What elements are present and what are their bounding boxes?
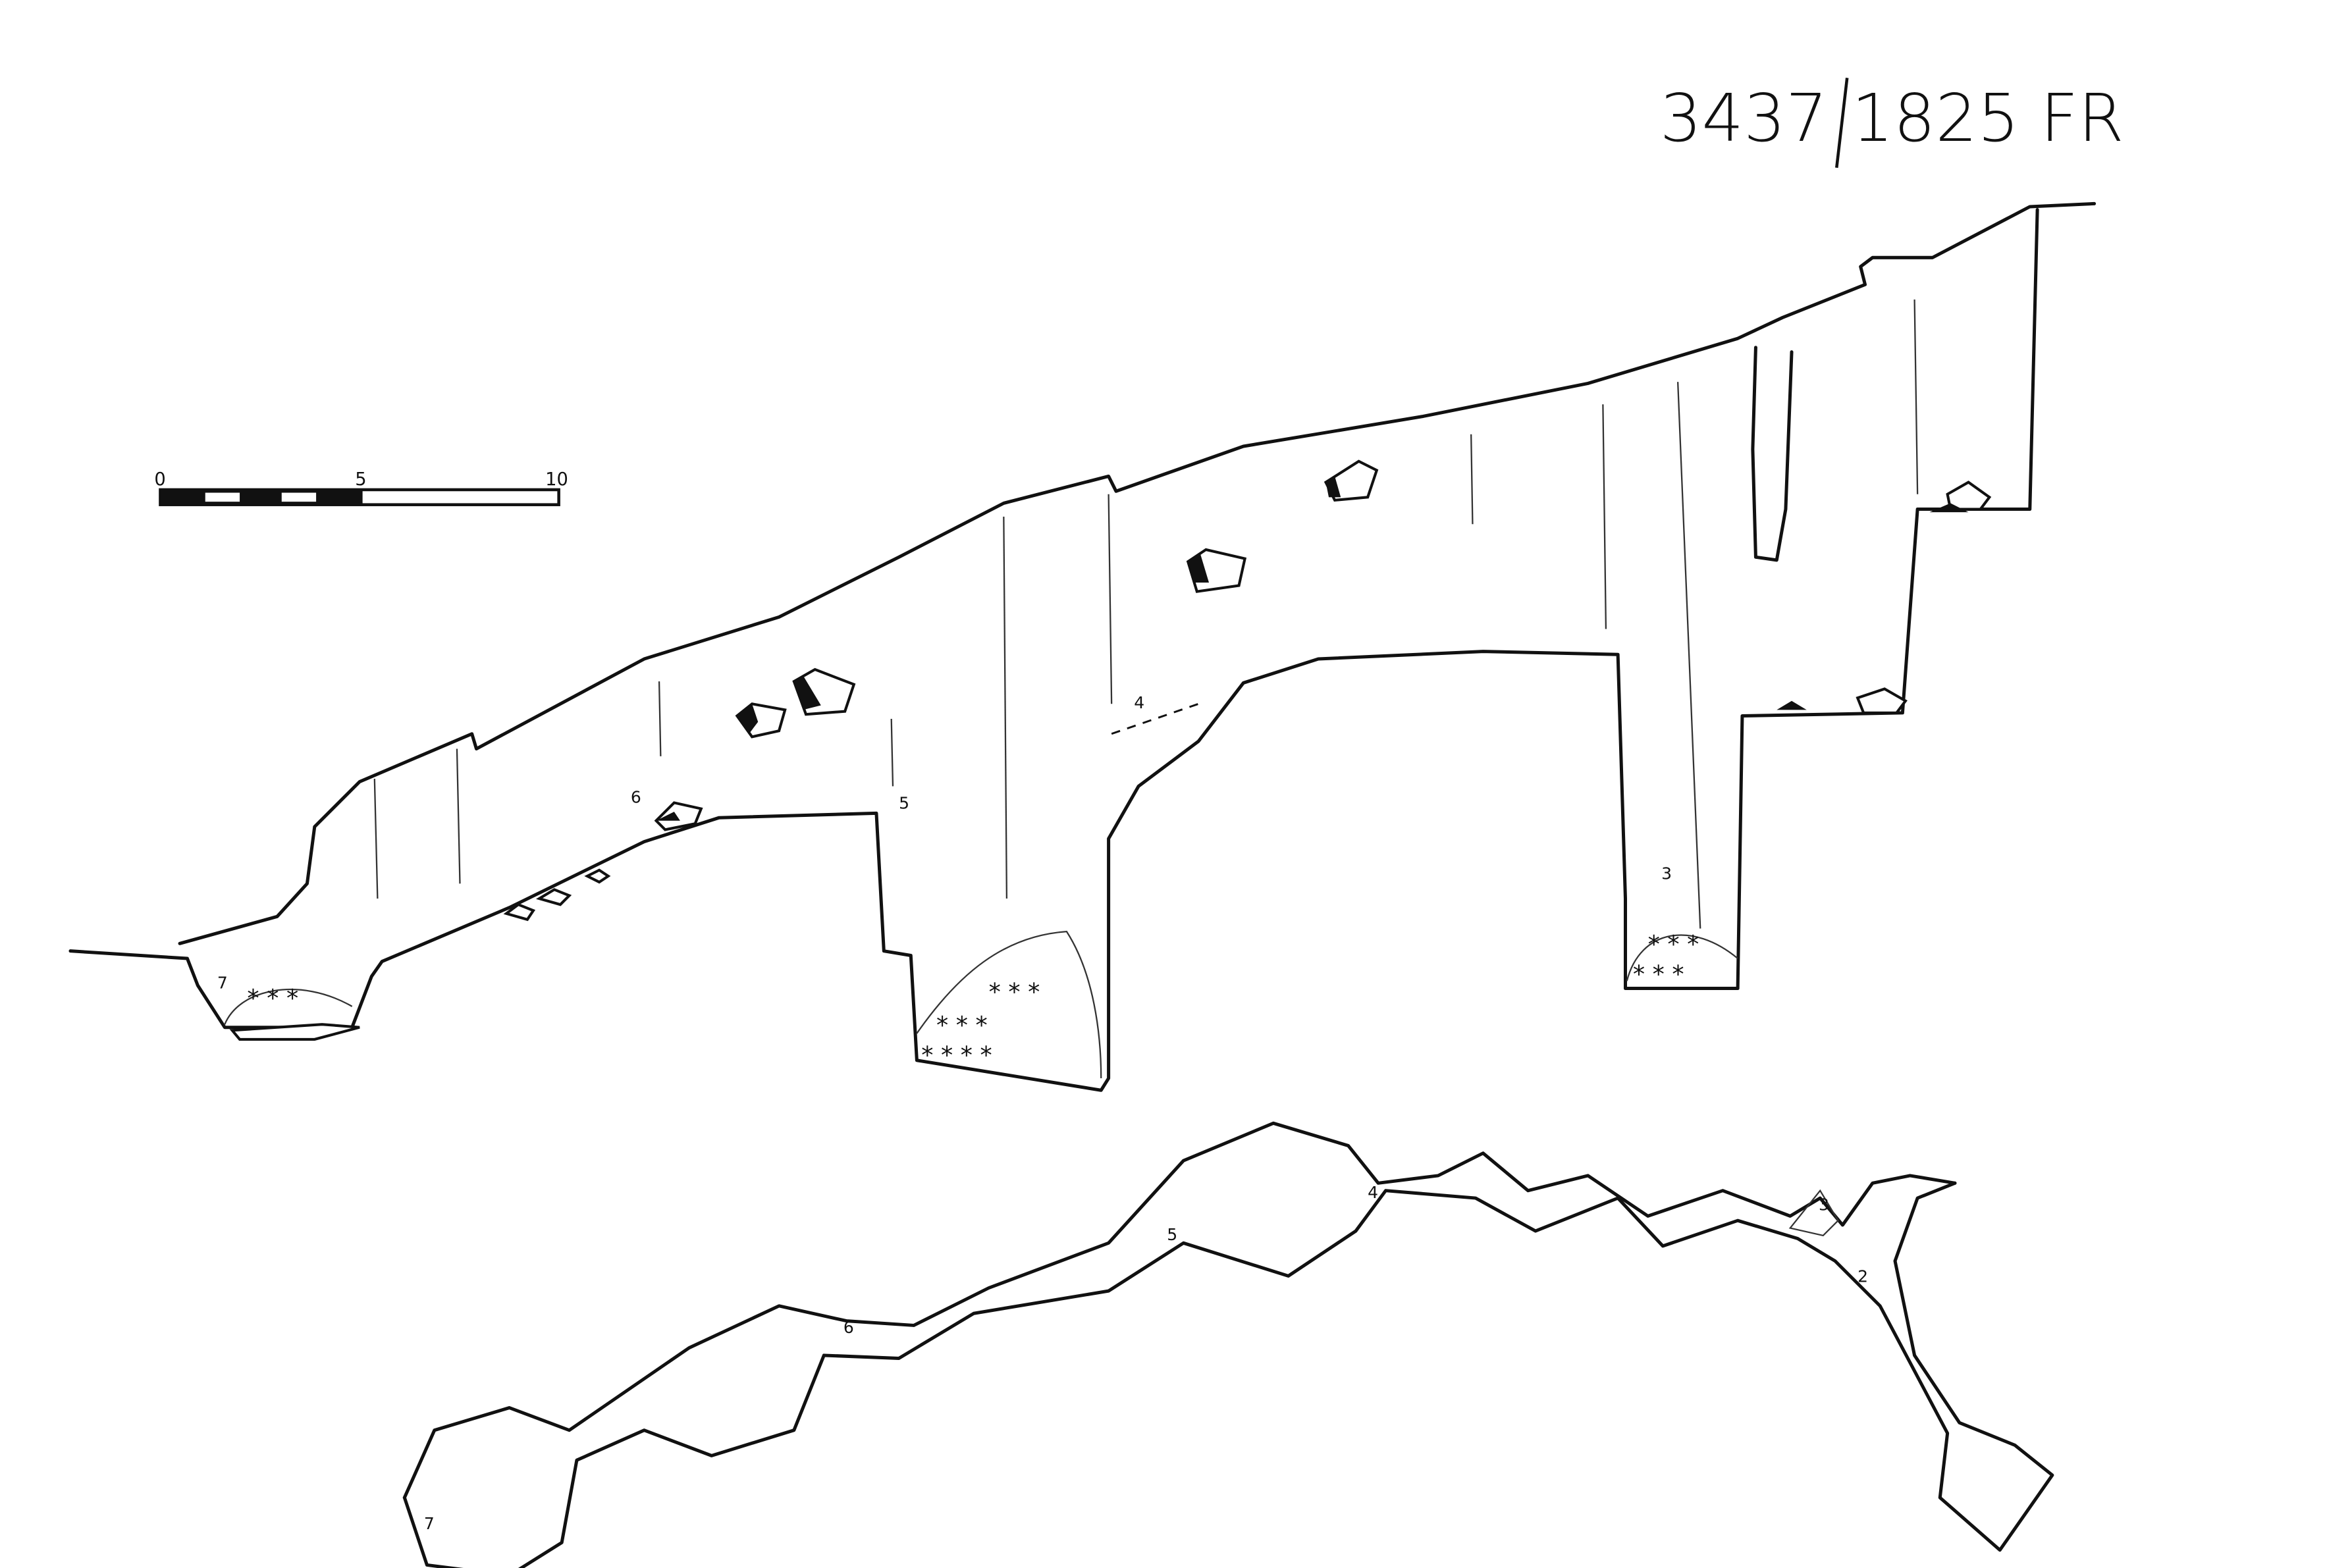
title-left: 3437	[1660, 80, 1828, 157]
plan-station-6: 6	[843, 1318, 854, 1337]
scale-bar-white-2	[281, 492, 317, 502]
profile-floor-line	[68, 208, 2039, 1092]
boulders	[229, 459, 1992, 1041]
scale-tick-0: 0	[154, 469, 165, 490]
svg-text:* * *: * * *	[936, 1011, 988, 1039]
breakdown-asterisks: * * * * * * * * * * * * * * * * * * *	[247, 930, 1699, 1069]
plan-chamber-3	[1788, 1189, 1839, 1237]
pit-5-fill-edge	[916, 930, 1102, 1079]
plan-outline-upper	[402, 1121, 1957, 1500]
svg-text:* * *: * * *	[1648, 930, 1699, 958]
wall-streaks	[373, 299, 1919, 929]
profile-surface-line	[178, 201, 2097, 945]
profile-station-3: 3	[1661, 864, 1672, 883]
plan-station-5: 5	[1167, 1225, 1177, 1244]
pit-floor-dashed	[917, 1059, 1102, 1091]
plan-station-7: 7	[424, 1514, 435, 1533]
plan-station-3: 3	[1819, 1195, 1829, 1214]
profile-station-7: 7	[217, 974, 228, 993]
svg-text:* * *: * * *	[247, 984, 298, 1012]
plan-outline-lower	[402, 1181, 2054, 1568]
profile-station-4: 4	[1134, 693, 1144, 712]
plan-section: 7 6 5 4 3 2	[402, 1121, 2054, 1568]
svg-text:* * *: * * *	[989, 978, 1040, 1006]
stalactite	[1751, 346, 1794, 562]
profile-station-6: 6	[631, 787, 641, 806]
scale-tick-10: 10	[545, 469, 568, 490]
profile-station-5: 5	[899, 794, 909, 813]
pit-7-fill-edge	[224, 988, 353, 1025]
pit-3-fill-edge	[1626, 934, 1738, 981]
scale-tick-5: 5	[355, 469, 366, 490]
title-slash	[1835, 78, 1849, 169]
svg-text:* * *: * * *	[1633, 960, 1684, 988]
svg-text:* * * *: * * * *	[921, 1041, 992, 1069]
profile-section: * * * * * * * * * * * * * * * * * * * 7 …	[68, 201, 2097, 1092]
station-4-dashed	[1111, 702, 1199, 735]
plan-station-2: 2	[1857, 1267, 1868, 1286]
plan-station-4: 4	[1368, 1183, 1378, 1202]
survey-title: 3437 1825 FR	[1660, 78, 2124, 169]
scale-bar: 0 5 10	[154, 469, 568, 506]
scale-bar-white-1	[205, 492, 240, 502]
title-right: 1825 FR	[1852, 80, 2124, 157]
scale-bar-black	[160, 489, 363, 505]
